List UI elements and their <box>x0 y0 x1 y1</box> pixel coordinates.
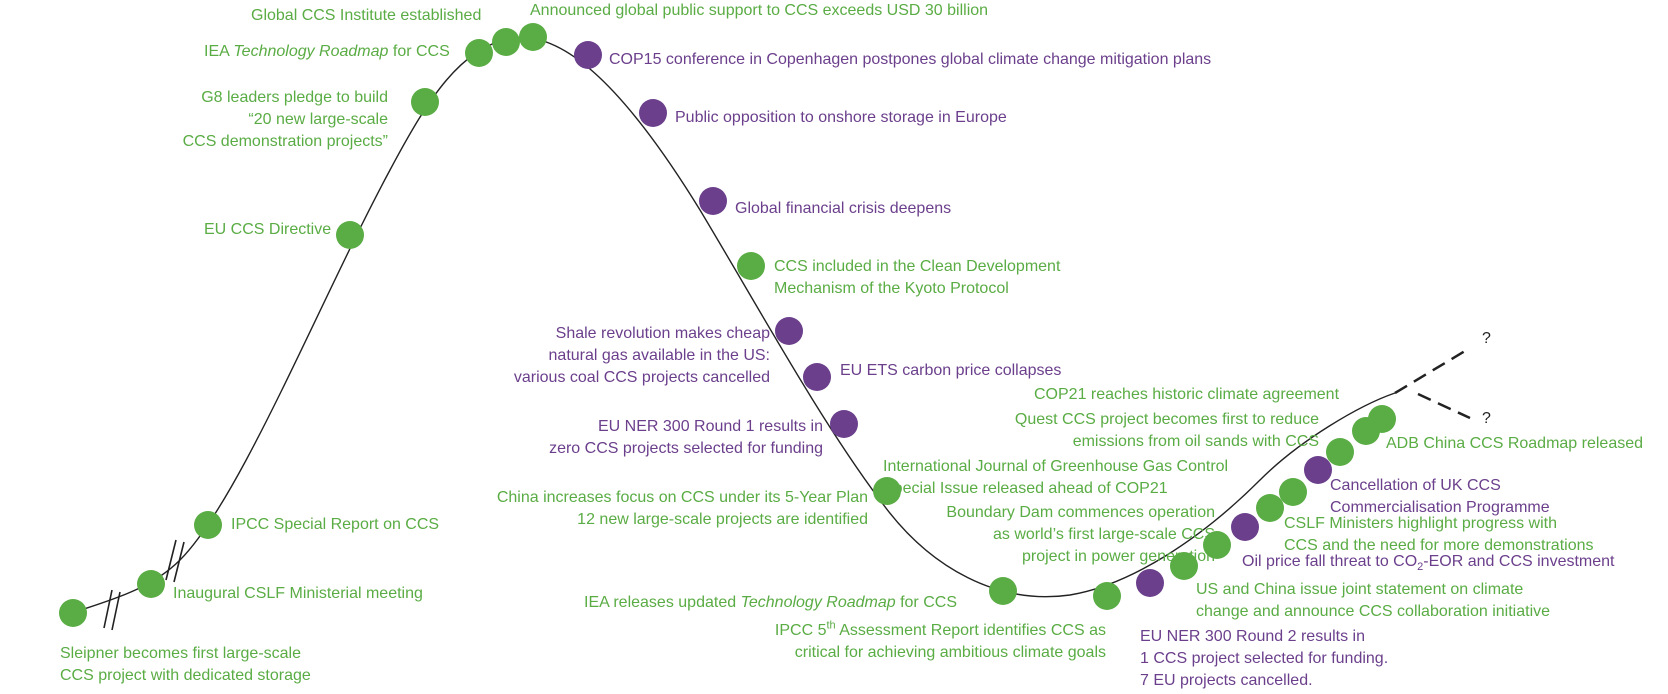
label-g8: G8 leaders pledge to build “20 new large… <box>182 89 388 150</box>
event-dot-oil-green <box>1203 531 1231 559</box>
label-ijggc: International Journal of Greenhouse Gas … <box>883 458 1229 497</box>
event-dot-cop21 <box>1368 405 1396 433</box>
event-dot-shale <box>775 317 803 345</box>
label-ipcc-sr: IPCC Special Report on CCS <box>231 516 440 533</box>
axis-break-marks <box>103 539 185 631</box>
event-dot-us-china <box>1170 552 1198 580</box>
event-dot-iea-update <box>989 577 1017 605</box>
label-crisis: Global financial crisis deepens <box>735 200 952 217</box>
label-adb: ADB China CCS Roadmap released <box>1386 435 1644 452</box>
label-cslf-min: CSLF Ministers highlight progress with C… <box>1284 515 1594 554</box>
event-dot-boundary2 <box>1279 478 1307 506</box>
event-dot-iea-roadmap <box>465 39 493 67</box>
trend-curve <box>71 36 1396 614</box>
event-dot-ner1 <box>830 410 858 438</box>
label-uk-cancel: Cancellation of UK CCS Commercialisation… <box>1330 477 1550 516</box>
label-cdm: CCS included in the Clean Development Me… <box>774 258 1061 297</box>
label-opposition: Public opposition to onshore storage in … <box>675 109 1007 126</box>
event-dot-sleipner <box>59 599 87 627</box>
label-eu-directive: EU CCS Directive <box>204 221 332 238</box>
event-dot-support <box>519 23 547 51</box>
event-dot-ipcc5 <box>1093 582 1121 610</box>
label-ner2: EU NER 300 Round 2 results in 1 CCS proj… <box>1140 628 1389 689</box>
label-shale: Shale revolution makes cheap natural gas… <box>513 325 770 386</box>
event-dot-ipcc-sr <box>194 511 222 539</box>
label-gccsi: Global CCS Institute established <box>251 7 482 24</box>
label-iea-roadmap: IEA Technology Roadmap for CCS <box>204 43 450 60</box>
label-us-china: US and China issue joint statement on cl… <box>1196 581 1551 620</box>
label-china5: China increases focus on CCS under its 5… <box>496 489 868 528</box>
event-dot-oil <box>1231 513 1259 541</box>
future-question-lower: ? <box>1482 410 1491 427</box>
event-dot-uk-cancel <box>1304 456 1332 484</box>
label-iea-update: IEA releases updated Technology Roadmap … <box>584 594 957 611</box>
negative-events <box>574 41 1332 597</box>
label-ipcc5: IPCC 5th Assessment Report identifies CC… <box>774 619 1106 661</box>
event-dot-cslf <box>137 570 165 598</box>
label-boundary: Boundary Dam commences operation as worl… <box>946 504 1215 565</box>
event-dot-g8 <box>411 88 439 116</box>
event-dot-china5 <box>873 477 901 505</box>
event-dot-eu-directive <box>336 221 364 249</box>
event-dot-gccsi <box>492 28 520 56</box>
event-dot-ets <box>803 363 831 391</box>
event-dot-quest <box>1326 438 1354 466</box>
event-dot-crisis <box>699 187 727 215</box>
future-branches <box>1394 346 1471 420</box>
label-support: Announced global public support to CCS e… <box>530 2 989 19</box>
positive-events <box>59 23 1396 627</box>
label-cop15: COP15 conference in Copenhagen postpones… <box>609 51 1212 68</box>
label-ner1: EU NER 300 Round 1 results in zero CCS p… <box>549 418 823 457</box>
event-dot-ner2 <box>1136 569 1164 597</box>
label-oil: Oil price fall threat to CO2-EOR and CCS… <box>1242 553 1615 574</box>
event-dot-cslf-min <box>1256 494 1284 522</box>
event-dot-cop15 <box>574 41 602 69</box>
future-question-upper: ? <box>1482 330 1491 347</box>
event-dot-cdm <box>737 252 765 280</box>
label-ets: EU ETS carbon price collapses <box>840 362 1062 379</box>
label-cop21: COP21 reaches historic climate agreement <box>1034 386 1340 403</box>
label-sleipner: Sleipner becomes first large-scale CCS p… <box>60 645 311 684</box>
label-cslf: Inaugural CSLF Ministerial meeting <box>173 585 423 602</box>
event-dot-opposition <box>639 99 667 127</box>
label-quest: Quest CCS project becomes first to reduc… <box>1014 411 1319 450</box>
